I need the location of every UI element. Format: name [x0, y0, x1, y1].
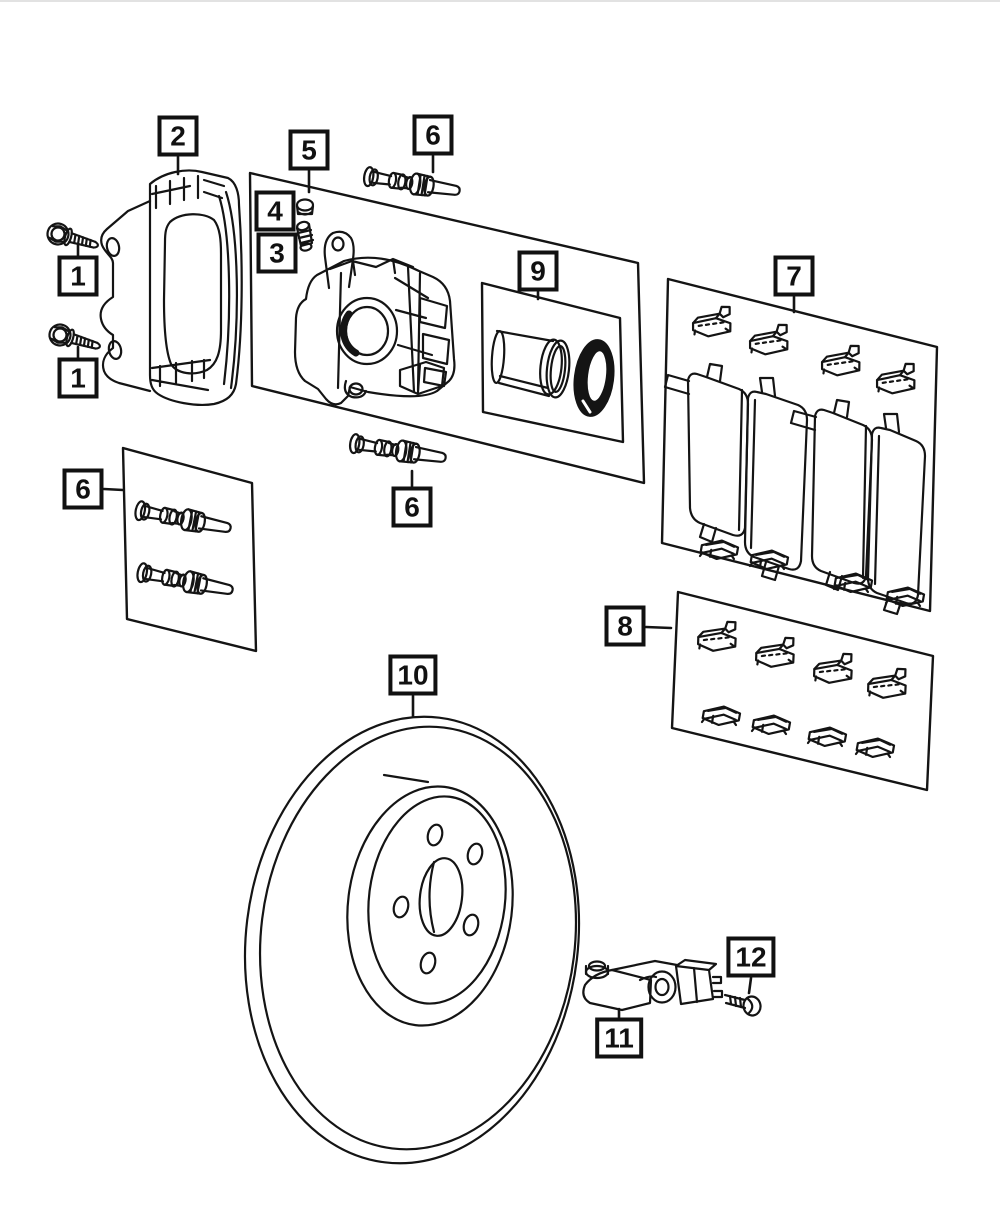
spring-kit-box — [670, 590, 935, 792]
part-caliper-adapter-drawing — [99, 169, 243, 406]
part-rotor-drawing — [243, 715, 581, 1165]
callout-1-upper[interactable]: 1 — [57, 255, 99, 297]
callout-12[interactable]: 12 — [726, 936, 776, 978]
part-mounting-bolt-lower — [48, 323, 102, 350]
part-wear-lever-drawing — [582, 958, 724, 1012]
leader-line — [644, 625, 673, 630]
callout-9[interactable]: 9 — [517, 250, 559, 292]
callout-2[interactable]: 2 — [157, 115, 199, 157]
part-guide-pin-lower — [347, 431, 449, 470]
callout-8[interactable]: 8 — [604, 605, 646, 647]
callout-6-kit[interactable]: 6 — [62, 468, 104, 510]
callout-4[interactable]: 4 — [254, 190, 296, 232]
part-piston-seal-drawing — [573, 339, 615, 417]
callout-7[interactable]: 7 — [773, 255, 815, 297]
callout-10[interactable]: 10 — [388, 654, 438, 696]
leader-line — [747, 976, 753, 995]
part-guide-pin-top — [361, 164, 463, 203]
part-bleeder-screw-drawing — [295, 220, 315, 252]
callout-6-lower[interactable]: 6 — [391, 486, 433, 528]
page-top-border — [0, 0, 1000, 2]
part-caliper-drawing — [293, 230, 456, 406]
pad-kit-box — [660, 277, 939, 613]
callout-1-lower[interactable]: 1 — [57, 357, 99, 399]
part-piston-drawing — [490, 329, 571, 399]
callout-6-top[interactable]: 6 — [412, 114, 454, 156]
callout-11[interactable]: 11 — [595, 1017, 643, 1059]
part-lever-screw-drawing — [723, 993, 762, 1017]
part-bleeder-cap-drawing — [295, 198, 315, 216]
leader-lines — [76, 154, 796, 1019]
pin-kit-box — [121, 446, 258, 653]
leader-line — [102, 487, 125, 492]
part-mounting-bolt-upper — [46, 222, 100, 249]
callout-5[interactable]: 5 — [288, 129, 330, 171]
callout-3[interactable]: 3 — [256, 232, 298, 274]
